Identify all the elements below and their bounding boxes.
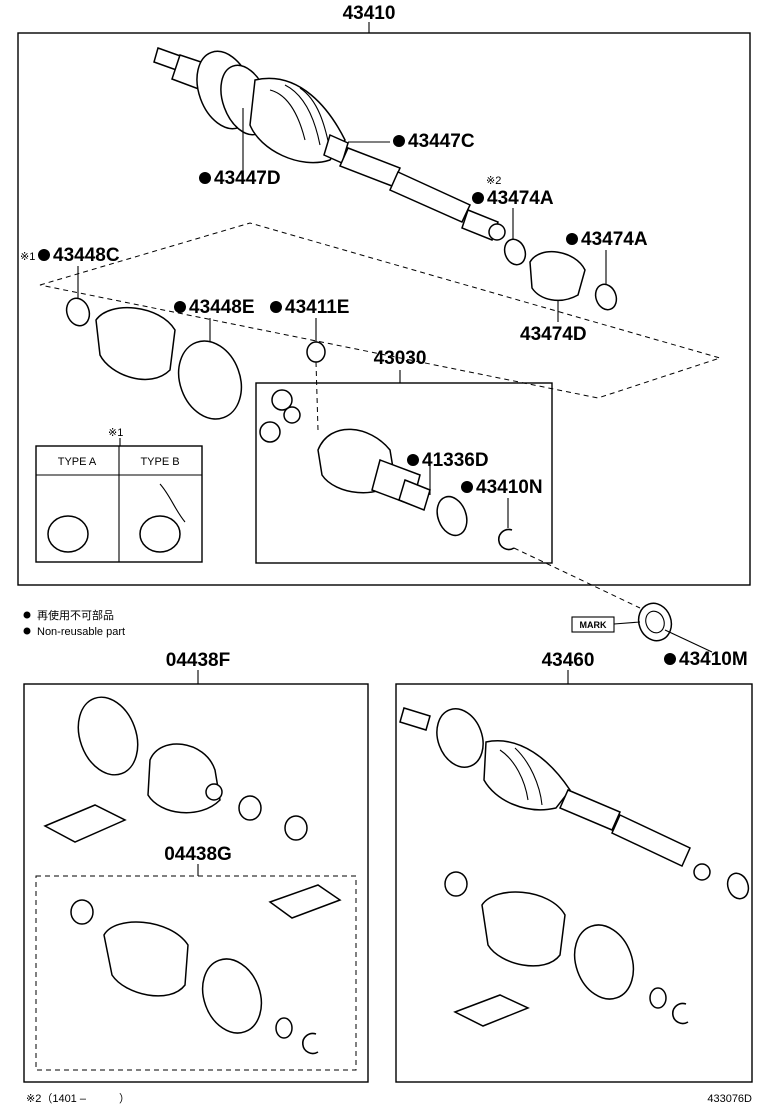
type-b-label: TYPE B [140, 456, 179, 468]
clamp-43448C [65, 297, 91, 327]
shaft-43460-drawing [399, 707, 711, 881]
clamp-43448E [177, 340, 243, 420]
note1-box-mark: ※1 [108, 427, 123, 439]
kit-43460-clamp-large [573, 924, 635, 1000]
kit-04438F-frame [23, 683, 369, 1083]
tripod-joint-drawing [259, 389, 431, 512]
kit-g-snap-ring-2 [302, 1032, 319, 1055]
snap-ring-43411E [306, 341, 326, 363]
kit-g-clamp-small [70, 899, 94, 925]
oil-seal-41336D [436, 495, 468, 537]
assembly-43030-frame [255, 382, 553, 564]
snap-ring-43410N [498, 528, 515, 551]
type-a-label: TYPE A [58, 456, 97, 468]
footer-note2: ※2（1401 – ） [26, 1092, 130, 1105]
legend-jp: 再使用不可部品 [37, 608, 114, 622]
part-label-43410N: 43410N [476, 477, 543, 498]
clamp-43474A-right [594, 283, 618, 311]
kit-g-grease-pack [268, 884, 342, 919]
kit-43460-clamp-left [444, 871, 468, 897]
boot-43474D [529, 251, 586, 302]
part-label-43411E: 43411E [285, 297, 349, 318]
assembly-43460-frame [395, 683, 753, 1083]
kit-f-clamp-small-1 [238, 795, 262, 821]
part-label-43474A-1: 43474A [487, 188, 554, 209]
note1-mark: ※1 [20, 251, 35, 263]
kit-f-clamp-large [77, 696, 139, 776]
part-label-43474D: 43474D [520, 324, 587, 345]
oil-seal-43410M [637, 602, 673, 642]
part-label-43410M: 43410M [679, 649, 748, 670]
kit-f-grease-pack [43, 804, 127, 843]
kit-g-boot [103, 921, 189, 997]
part-label-43447C: 43447C [408, 131, 475, 152]
kit-04438G-frame [35, 875, 357, 1071]
part-label-43448E: 43448E [189, 297, 255, 318]
boot-inner [95, 307, 176, 381]
kit-43460-grease-pack [453, 994, 530, 1027]
part-label-43448C: 43448C [53, 245, 120, 266]
mark-label: MARK [580, 620, 607, 630]
part-label-43410: 43410 [343, 3, 396, 24]
inner-joint-kit-outline [39, 222, 722, 399]
part-label-04438F: 04438F [166, 650, 230, 671]
type-a-clamp-drawing [47, 515, 89, 553]
kit-43460-boot [481, 891, 566, 967]
part-label-43030: 43030 [374, 348, 427, 369]
kit-43460-snap-ring-2 [672, 1002, 689, 1025]
outer-cv-joint-drawing [153, 47, 506, 241]
part-label-41336D: 41336D [422, 450, 489, 471]
kit-43460-clamp-right [726, 872, 750, 900]
part-label-04438G: 04438G [164, 844, 232, 865]
part-label-43474A-2: 43474A [581, 229, 648, 250]
footer-code: 433076D [707, 1093, 752, 1105]
clamp-43474A-left [503, 238, 527, 266]
note2-mark: ※2 [486, 175, 501, 187]
assembly-43410-frame [17, 32, 751, 586]
mark-tag [571, 616, 615, 633]
kit-f-boot [147, 743, 221, 814]
part-label-43460: 43460 [542, 650, 595, 671]
legend-en: Non-reusable part [37, 626, 125, 638]
type-b-clamp-drawing [139, 515, 181, 553]
kit-g-clamp-large [201, 958, 263, 1034]
part-label-43447D: 43447D [214, 168, 281, 189]
kit-43460-snap-ring-1 [649, 987, 667, 1009]
kit-g-snap-ring-1 [275, 1017, 293, 1039]
kit-f-clamp-small-2 [284, 815, 308, 841]
